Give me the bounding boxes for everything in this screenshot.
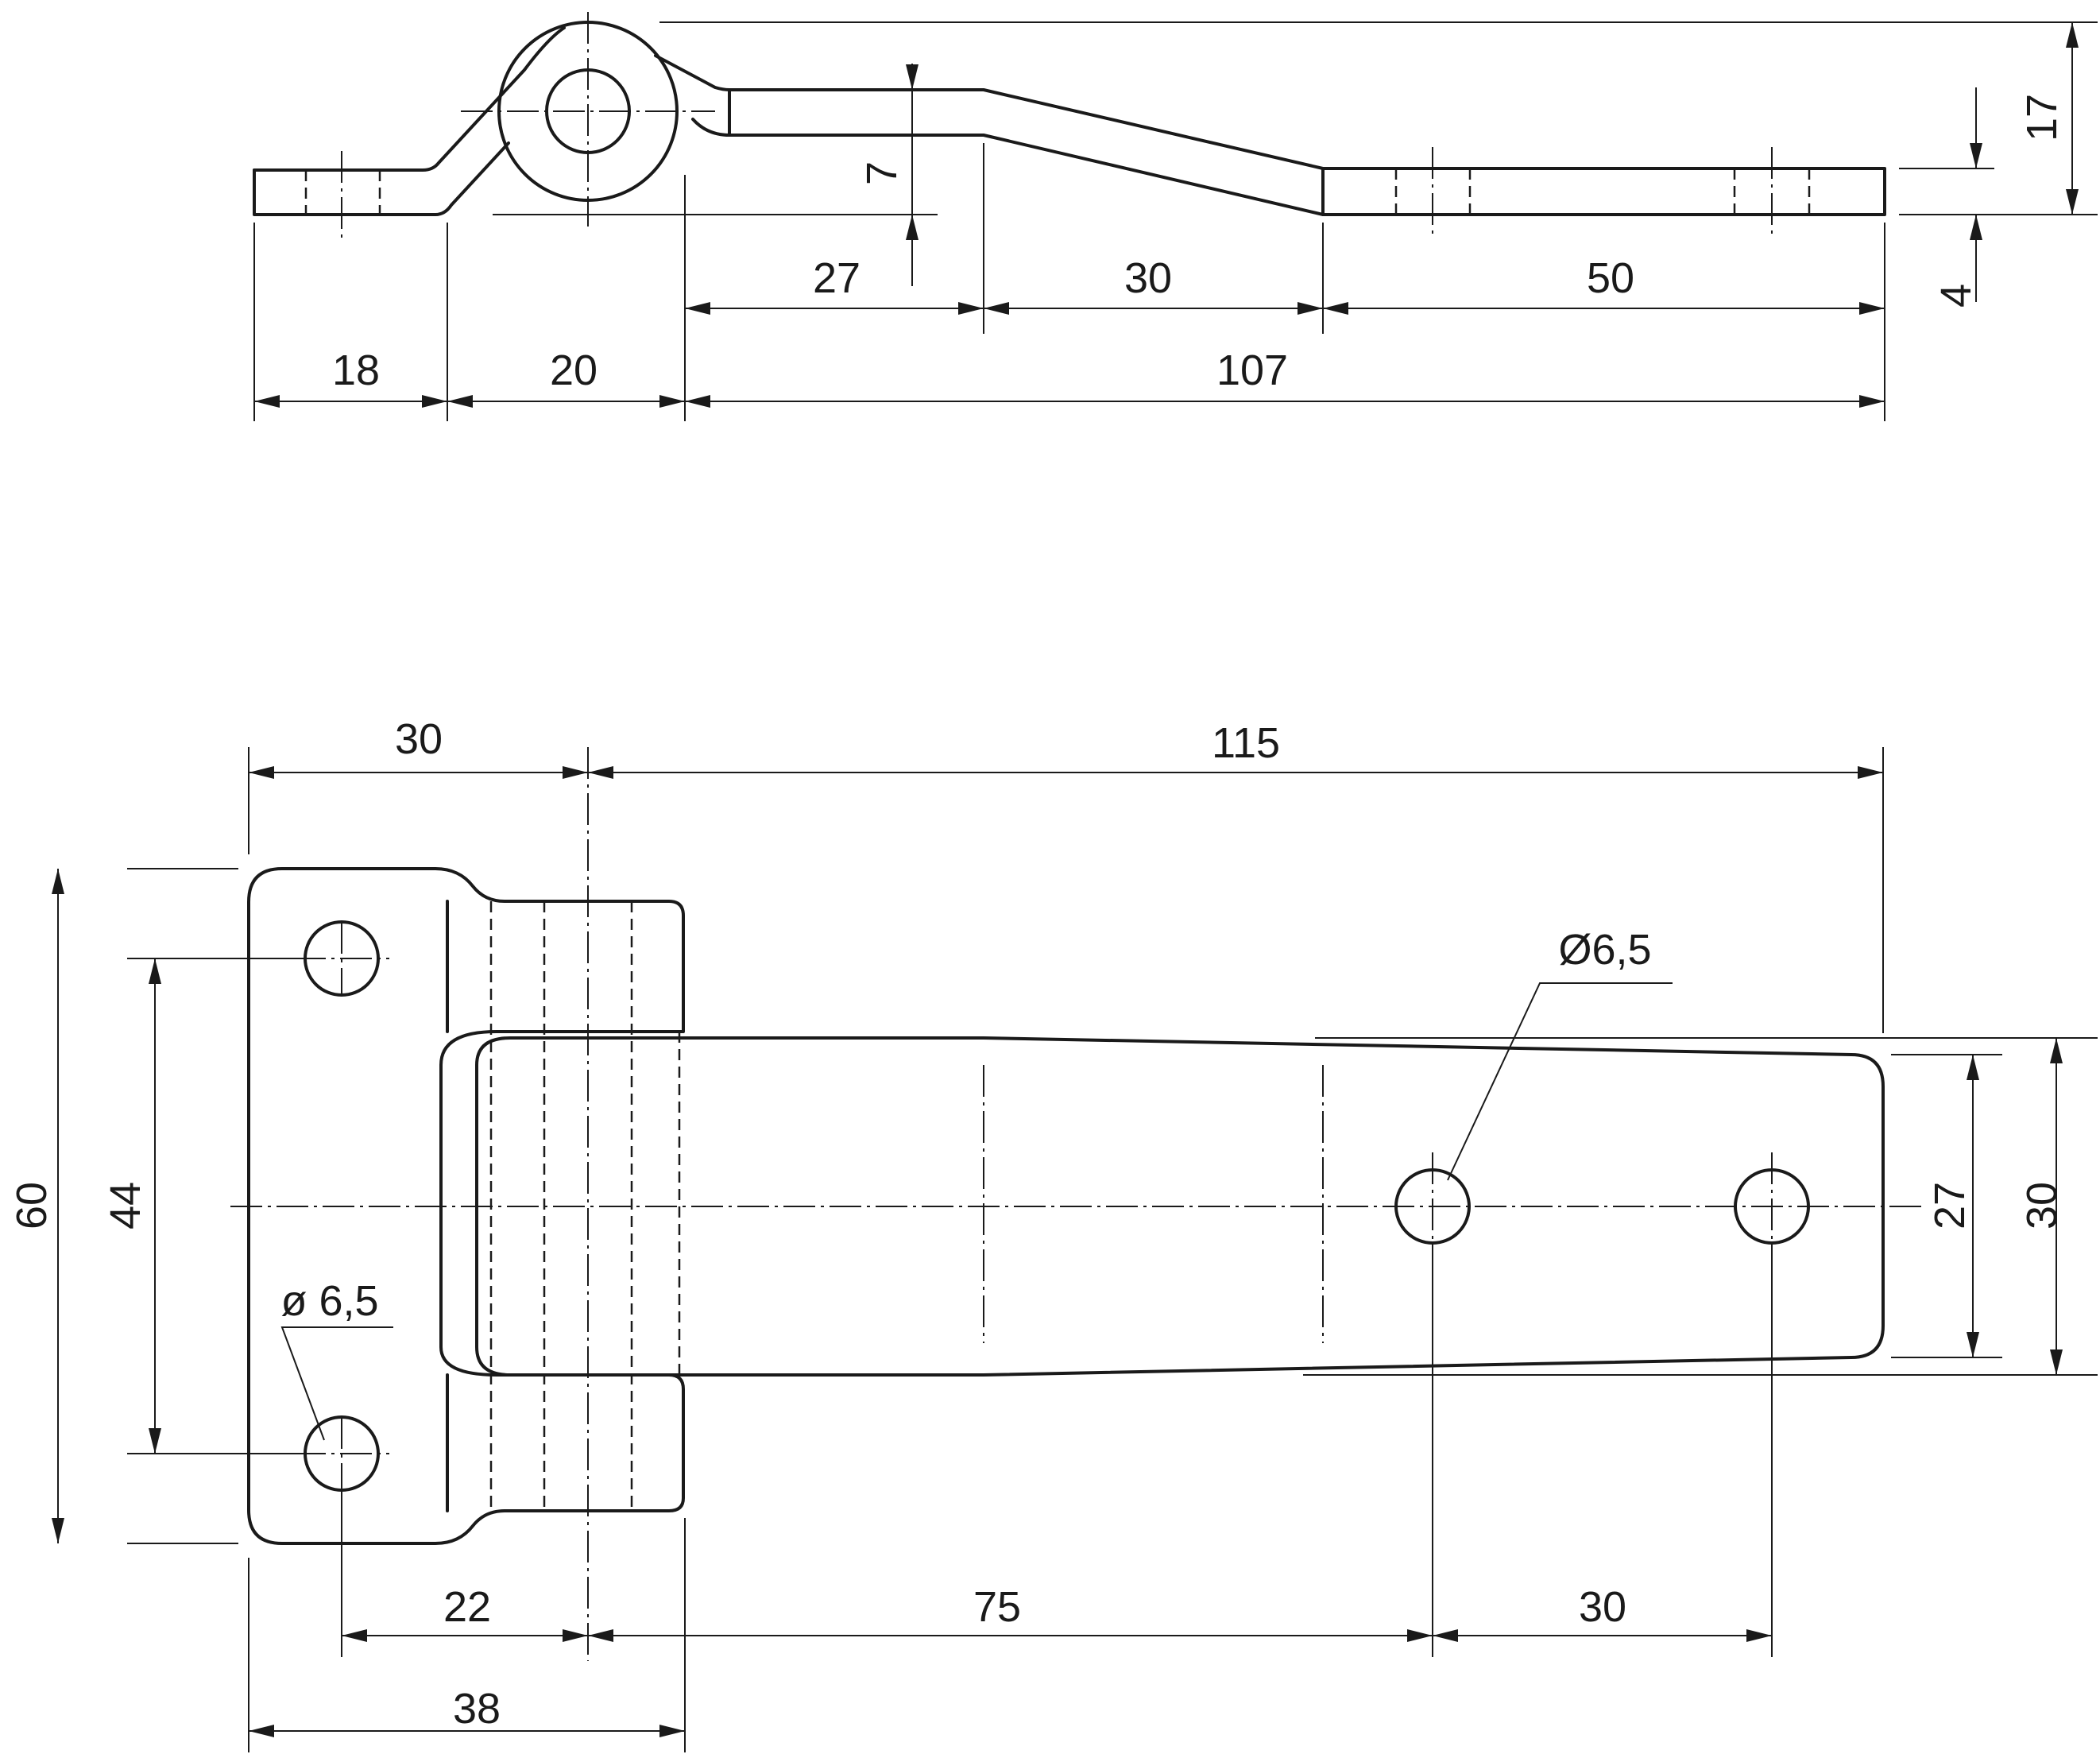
- dim-leaf-segment-3: 50: [1587, 254, 1634, 302]
- dim-leaf-segment-2: 30: [1124, 254, 1172, 302]
- top-centerlines: [230, 747, 1923, 1661]
- dim-hole-pitch: 30: [1579, 1583, 1626, 1631]
- dim-offset-height: 7: [858, 161, 906, 185]
- dim-hole-dia-left: ø 6,5: [280, 1277, 378, 1325]
- dim-knuckle-offset: 20: [550, 347, 598, 394]
- top-leaf: [475, 1036, 1885, 1377]
- dim-flange-left: 18: [332, 347, 380, 394]
- side-extension-lines: [253, 21, 2098, 421]
- top-extension-lines: [127, 747, 2098, 1752]
- dim-leaf-segment-1: 27: [813, 254, 860, 302]
- dim-overall-height-top: 60: [8, 1182, 56, 1229]
- dim-hole-to-axis: 22: [443, 1583, 491, 1631]
- dim-leaf-outer-width: 30: [2018, 1182, 2066, 1229]
- dim-overall-height-side: 17: [2018, 94, 2066, 141]
- dim-flange-width: 30: [395, 715, 443, 763]
- top-dimension-lines: [52, 766, 2063, 1737]
- dim-hole-dia-right: Ø6,5: [1558, 926, 1651, 974]
- dim-leaf-inner-width: 27: [1926, 1182, 1974, 1229]
- dim-flange-depth: 38: [453, 1685, 501, 1733]
- dim-hole-spacing-vertical: 44: [102, 1182, 149, 1229]
- side-left-flange-lower: [253, 141, 510, 216]
- dim-thickness: 4: [1932, 284, 1980, 308]
- side-view: 18 20 107 27 30 50 7 17 4: [253, 12, 2098, 421]
- dim-axis-to-hole: 75: [973, 1583, 1021, 1631]
- side-hidden-holes: [304, 168, 1811, 215]
- side-dimension-lines: [254, 22, 2079, 408]
- dim-overall-length: 115: [1212, 719, 1280, 767]
- side-left-flange: [253, 26, 566, 172]
- side-centerlines: [341, 12, 1773, 238]
- dim-leaf-length: 107: [1216, 347, 1288, 394]
- side-leaf: [654, 54, 1886, 216]
- top-view: 30 115 60 44 ø 6,5 Ø6,5 27 30 22 75 30 3…: [8, 715, 2098, 1752]
